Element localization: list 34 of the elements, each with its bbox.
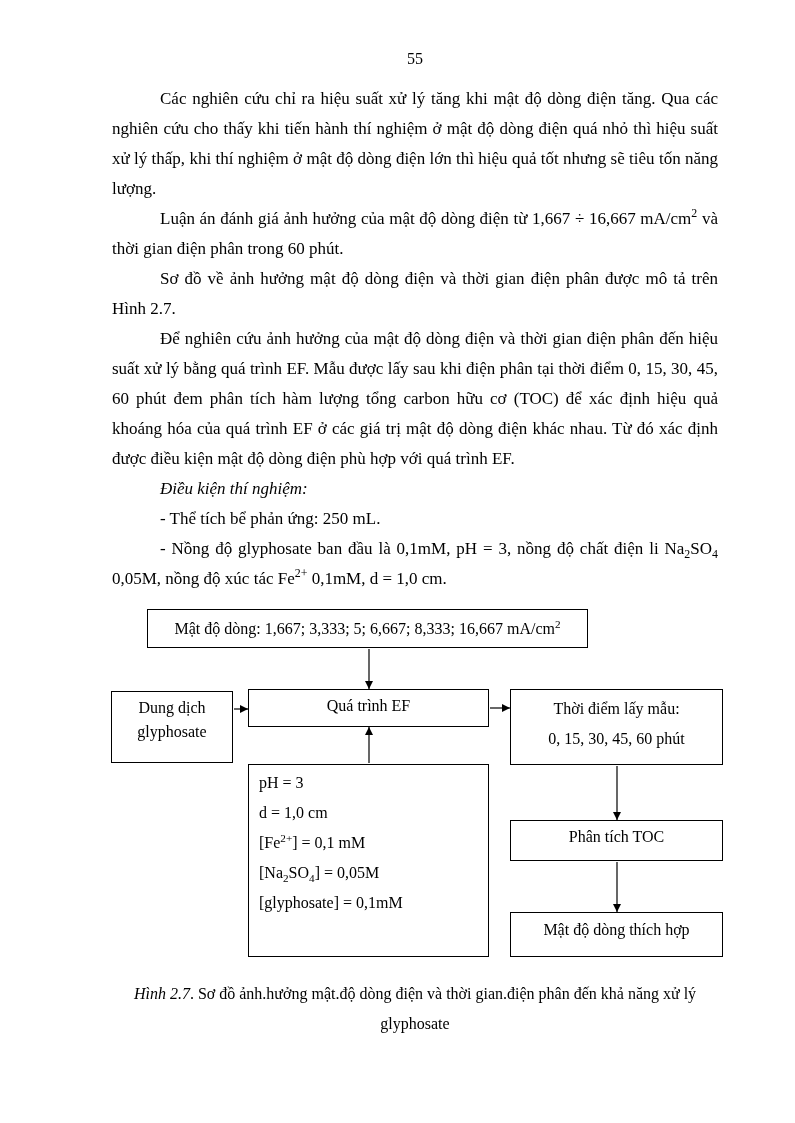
node-text: 0, 15, 30, 45, 60 phút [547, 729, 686, 750]
list-item: - Thể tích bể phản ứng: 250 mL. [159, 508, 382, 530]
body-paragraph: Để nghiên cứu ảnh hưởng của mật độ dòng điện và thời gian điện phân đến hiệu suất xử lý bằng quá trình EF. Mẫu được lấy sau khi điện phân tại thời điểm 0, 15, 30, 45, 60 phút đem phân tích hàm lượng tổng carbon hữu cơ (TOC) để xác định hiệu quả khoáng hóa của quá trình EF ở các giá trị mật độ dòng điện khác nhau. Từ đó xác định được điều kiện mật độ dòng điện phù hợp với quá trình EF. [112, 328, 718, 470]
page-number: 55 [406, 49, 424, 69]
process-box [111, 691, 233, 763]
node-text: [glyphosate] = 0,1mM [259, 893, 404, 914]
arrow [613, 861, 621, 913]
node-text: Mật độ dòng: 1,667; 3,333; 5; 6,667; 8,333; 16,667 mA/cm$^{2}$ [173, 617, 562, 640]
arrow [233, 705, 249, 713]
process-box [510, 689, 723, 765]
node-text: Dung dịch glyphosate [136, 698, 208, 743]
node-text: d = 1,0 cm [259, 803, 329, 823]
node-text: [Na$_{2}$SO$_{4}$] = 0,05M [259, 863, 381, 887]
arrow [489, 704, 511, 712]
process-box [510, 820, 723, 861]
body-paragraph: Sơ đồ về ảnh hưởng mật độ dòng điện và thời gian điện phân được mô tả trên Hình 2.7. [112, 268, 718, 320]
node-text: pH = 3 [259, 773, 305, 794]
figure-caption: Hình 2.7. Sơ đồ ảnh.hưởng mật.độ dòng điện và thời gian.điện phân đến khả năng xử lý glyphosate [132, 984, 698, 1035]
node-text: Quá trình EF [325, 696, 412, 716]
arrow [365, 726, 373, 764]
result-box [510, 912, 723, 957]
arrow [613, 765, 621, 821]
body-paragraph: Các nghiên cứu chỉ ra hiệu suất xử lý tăng khi mật độ dòng điện tăng. Qua các nghiên cứu cho thấy khi tiến hành thí nghiệm ở mật độ dòng điện quá nhỏ thì hiệu suất xử lý thấp, khi thí nghiệm ở mật độ dòng điện lớn thì hiệu quả tốt nhưng sẽ tiêu tốn năng lượng. [112, 88, 718, 200]
arrow [365, 648, 373, 690]
process-box [248, 689, 489, 727]
node-text: Mật độ dòng thích hợp [542, 920, 691, 941]
input-box [147, 609, 588, 648]
body-paragraph: Luận án đánh giá ảnh hưởng của mật độ dòng điện từ 1,667 ÷ 16,667 mA/cm$^{2}$ và thời gian điện phân trong 60 phút. [112, 205, 718, 260]
section-heading: Điều kiện thí nghiệm: [159, 478, 309, 500]
node-text: [Fe$^{2+}$] = 0,1 mM [259, 830, 367, 853]
node-text: Phân tích TOC [567, 827, 666, 847]
conditions-box [248, 764, 489, 957]
node-text: Thời điểm lấy mẫu: [552, 699, 681, 720]
list-item: - Nồng độ glyphosate ban đầu là 0,1mM, pH = 3, nồng độ chất điện li Na$_{2}$SO$_{4}$ 0,05M, nồng độ xúc tác Fe$^{2+}$ 0,1mM, d = 1,0 cm. [112, 538, 718, 590]
